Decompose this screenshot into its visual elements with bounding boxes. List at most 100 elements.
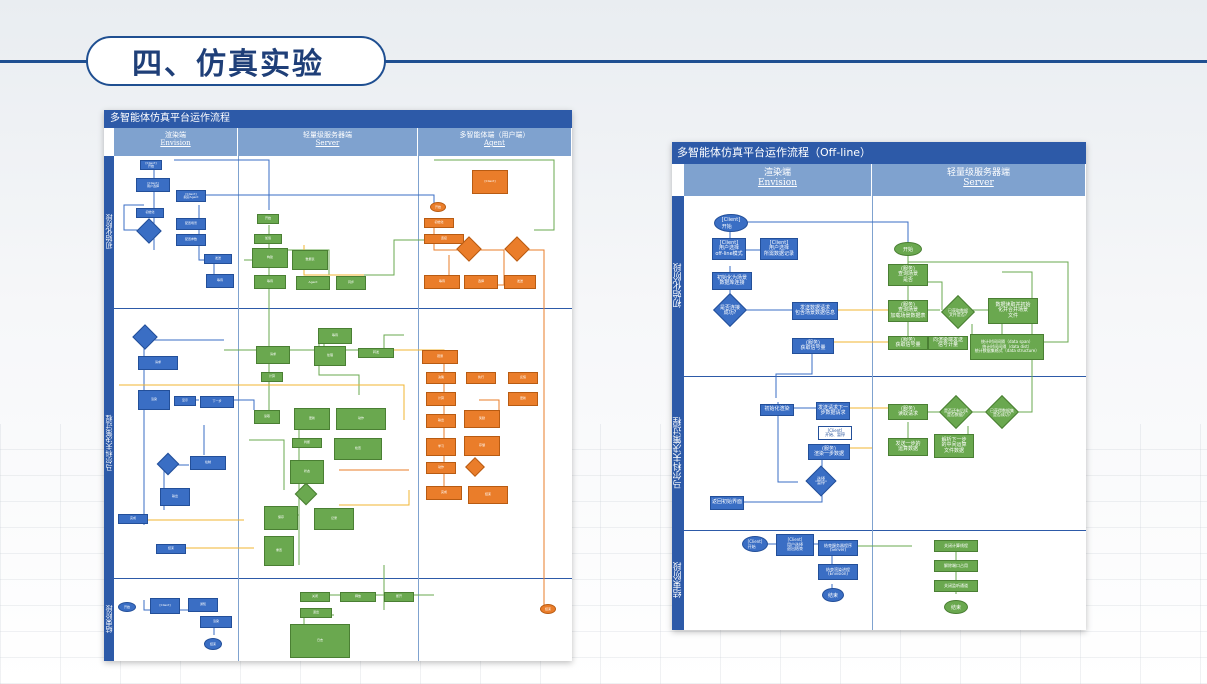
- node-agent-mdp11: 动作: [426, 462, 456, 474]
- node-server-begin: 开始: [257, 214, 279, 224]
- left-lane-agent: 多智能体端（用户端） Agent: [418, 128, 572, 156]
- rnode-notify-server: 结束服务器程序(Server): [818, 540, 858, 556]
- left-lane-server: 轻量级服务器端 Server: [238, 128, 418, 156]
- left-flowchart-title: 多智能体仿真平台运作流程: [104, 110, 572, 128]
- node-agent-mdp12: 完成: [426, 486, 462, 500]
- rnode-render-start: 初始化渲染: [760, 404, 794, 416]
- node-client-select: [Client]用户选择: [136, 178, 170, 192]
- rnode-check-more-label: 是否还有后续是否数据?: [944, 407, 968, 417]
- node-render-out: 输出: [160, 488, 190, 506]
- lane-name: 渲染端: [165, 131, 186, 139]
- node-client-start: [Client]开始: [140, 160, 162, 170]
- node-server-mdp8: 动作: [336, 408, 386, 430]
- node-end-render: 渲染: [200, 616, 232, 628]
- left-flowchart: 多智能体仿真平台运作流程 渲染端 Envision 轻量级服务器端 Server…: [104, 110, 572, 661]
- lane-en: Agent: [484, 139, 505, 148]
- rnode-end: 结束: [822, 588, 844, 602]
- node-end-server5: 日志: [290, 624, 350, 658]
- lane-en: Server: [963, 178, 994, 189]
- node-server-agent: Agent: [296, 276, 330, 290]
- node-end-server4: 退出: [300, 608, 332, 618]
- node-render-wait: 等待: [206, 274, 234, 288]
- node-server-mdp6: 读取: [254, 410, 280, 424]
- left-flowchart-title-text: 多智能体仿真平台运作流程: [110, 113, 230, 124]
- phase-divider: [684, 530, 1086, 531]
- lane-name: 轻量级服务器端: [303, 131, 352, 139]
- node-end-notify: 通知: [188, 598, 218, 612]
- node-server-mdp9: 判断: [292, 438, 322, 448]
- node-agent-mdp10: 存储: [464, 436, 500, 456]
- node-agent-mdp3: 执行: [466, 372, 496, 384]
- node-client-agent: [Client]指定Agent: [176, 190, 206, 202]
- node-server-table: 数据表: [292, 250, 328, 270]
- node-end-client: [Client]: [150, 598, 180, 614]
- rnode-parse-next: 解析下一步的中间运算文件数据: [934, 434, 974, 458]
- node-agent-mdp9: 学习: [426, 438, 456, 456]
- node-end-start: 开始: [118, 602, 136, 612]
- header-rule: [0, 60, 1207, 63]
- rnode-check-dataset-label: 已获得数据集是否成功?: [990, 407, 1014, 417]
- right-lane-server: 轻量级服务器端 Server: [872, 164, 1086, 196]
- node-server-mdp7: 更新: [294, 408, 330, 430]
- lane-en: Envision: [160, 139, 191, 148]
- node-end-server1: 关闭: [300, 592, 330, 602]
- node-server-mdp11: 状态: [290, 460, 324, 484]
- node-agent-mdp1: 观测: [422, 350, 458, 364]
- right-flowchart-title: 多智能体仿真平台运作流程（Off-line）: [672, 142, 1086, 164]
- node-agent-mdp4: 反馈: [508, 372, 538, 384]
- node-send-scene: 发送: [204, 254, 232, 264]
- rnode-request-next: 发送请求下一步数据请求: [816, 402, 850, 420]
- rnode-send-stats: 向渲染端发送信号计量: [928, 336, 968, 350]
- rnode-save-times: 统计时间间隔（data span）统计时间间隔（data dist）统计数据集格…: [970, 334, 1044, 360]
- rnode-client-select: [Client]用户选择所需数据记录: [760, 238, 798, 260]
- slide-title-pill: 四、仿真实验: [86, 36, 386, 86]
- rnode-client-exit: [Client]用户选择退出结束: [776, 534, 814, 556]
- node-agent-mdp6: 更新: [508, 392, 538, 406]
- phase-divider: [114, 308, 572, 309]
- right-lane-envision: 渲染端 Envision: [684, 164, 872, 196]
- rnode-pause-note: [Client]开始、暂停: [818, 426, 852, 440]
- node-render-conf: 配置场景: [176, 218, 206, 230]
- node-agent-send: 发送: [504, 275, 536, 289]
- node-render-next: 下一步: [200, 396, 234, 408]
- rnode-notify-render: 结束渲染进程(Envision): [818, 564, 858, 580]
- rnode-check-files-label: 已获取数据文件是否?: [948, 307, 968, 317]
- rnode-end2: 结束: [944, 600, 968, 614]
- rnode-check-ready-label: 是否连接成功?: [719, 304, 740, 316]
- rnode-server-begin: 开始: [894, 242, 922, 256]
- node-agent-conn: 连接: [424, 234, 464, 244]
- node-render-init: 初始化: [136, 208, 164, 218]
- node-server-mdp4: 转发: [358, 348, 394, 358]
- node-agent-mdp7: 输出: [426, 414, 456, 428]
- node-server-wait: 等待: [254, 275, 286, 289]
- rnode-query-signal: (服务)获取信号量: [792, 338, 834, 354]
- slide-title: 四、仿真实验: [132, 47, 324, 82]
- rnode-send-request: 发送数据请求包含场景数据信息: [792, 302, 838, 320]
- rnode-start: [Client]开始: [714, 214, 748, 232]
- node-agent-init: 初始化: [424, 218, 454, 228]
- rnode-close-listen: 关闭监听通道: [934, 580, 978, 592]
- rnode-server-read: (服务)读取请求: [888, 404, 928, 420]
- rnode-stop-compute: 关闭计算线程: [934, 540, 978, 552]
- right-flowchart-title-text: 多智能体仿真平台运作流程（Off-line）: [677, 146, 872, 159]
- node-server-sync: 同步: [336, 276, 366, 290]
- rnode-free-port: 解除端口占用: [934, 560, 978, 572]
- node-server-build: 构建: [252, 248, 288, 268]
- node-render-param: 配置参数: [176, 234, 206, 246]
- node-agent-note: [Client]: [472, 170, 508, 194]
- rnode-send-next: 发送一步的运算数据: [888, 438, 928, 456]
- node-agent-mdp13: 结束: [468, 486, 508, 504]
- lane-name: 多智能体端（用户端）: [459, 131, 530, 139]
- node-server-mdp5: 计算: [261, 372, 283, 382]
- node-server-load: 加载: [254, 234, 282, 244]
- node-agent-mdp8: 奖励: [464, 410, 500, 428]
- lane-en: Server: [315, 139, 340, 148]
- node-server-mdp1: 等待: [318, 328, 352, 344]
- node-agent-mdp5: 计算: [426, 392, 456, 406]
- lane-en: Envision: [757, 178, 798, 189]
- rnode-init-scene: 初始化为场景数据库连接: [712, 272, 752, 290]
- node-agent-mdp2: 决策: [426, 372, 456, 384]
- lane-divider: [872, 196, 873, 630]
- node-end-server3: 断开: [384, 592, 414, 602]
